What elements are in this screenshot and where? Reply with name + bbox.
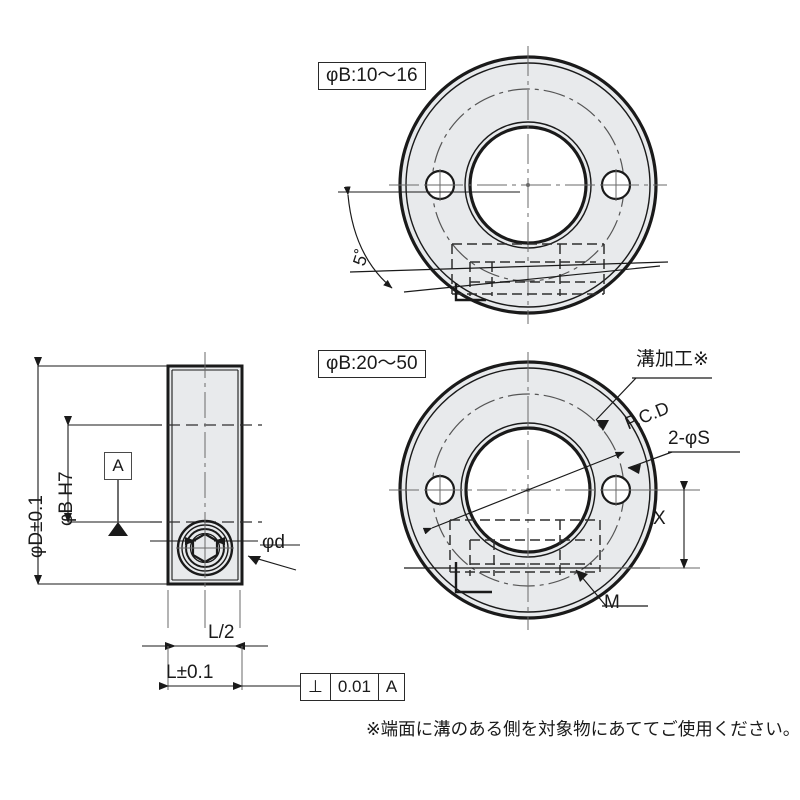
side-view (34, 352, 300, 690)
datum-reference: A (385, 677, 398, 696)
bottom-view-label-box: φB:20～50 (318, 350, 426, 378)
bore-diameter-label: φB H7 (56, 471, 77, 526)
bottom-groove-tab (454, 562, 492, 594)
bottom-hidden-screw-detail (449, 519, 601, 576)
footnote-text: ※端面に溝のある側を対象物にあててご使用ください。 (366, 719, 800, 739)
length-label: L±0.1 (166, 662, 214, 683)
top-groove-tab (454, 283, 486, 302)
dim-half-length (142, 590, 268, 650)
holes-leader-line (627, 451, 673, 469)
top-view-label-box: φB:10～16 (318, 62, 426, 90)
dim-bore-diameter (64, 416, 150, 523)
x-offset-label: X (653, 508, 666, 529)
groove-leader-line (595, 377, 637, 421)
pcd-dimension-line (422, 451, 625, 535)
perpendicularity-symbol: ⊥ (301, 674, 331, 700)
dim-x-offset (600, 481, 700, 569)
dim-angle-5deg (338, 186, 520, 289)
top-hidden-screw-detail (451, 243, 605, 296)
dim-length (159, 646, 300, 690)
datum-a-indicator (108, 478, 128, 536)
top-groove-line-a (349, 261, 669, 273)
dim-outer-diameter (34, 357, 168, 585)
thread-m-label: M (604, 592, 620, 613)
tolerance-value: 0.01 (331, 674, 379, 700)
outer-diameter-label: φD±0.1 (26, 495, 47, 558)
half-length-label: L/2 (208, 622, 235, 643)
top-groove-line-b (403, 265, 661, 293)
groove-process-label: 溝加工※ (636, 349, 709, 370)
top-circular-view (338, 46, 669, 324)
datum-a-box: A (104, 452, 132, 480)
bottom-circular-view (389, 352, 740, 630)
screw-diameter-label: φd (262, 532, 285, 553)
feature-control-frame: ⊥ 0.01 A (300, 673, 406, 701)
holes-label: 2-φS (668, 428, 710, 449)
